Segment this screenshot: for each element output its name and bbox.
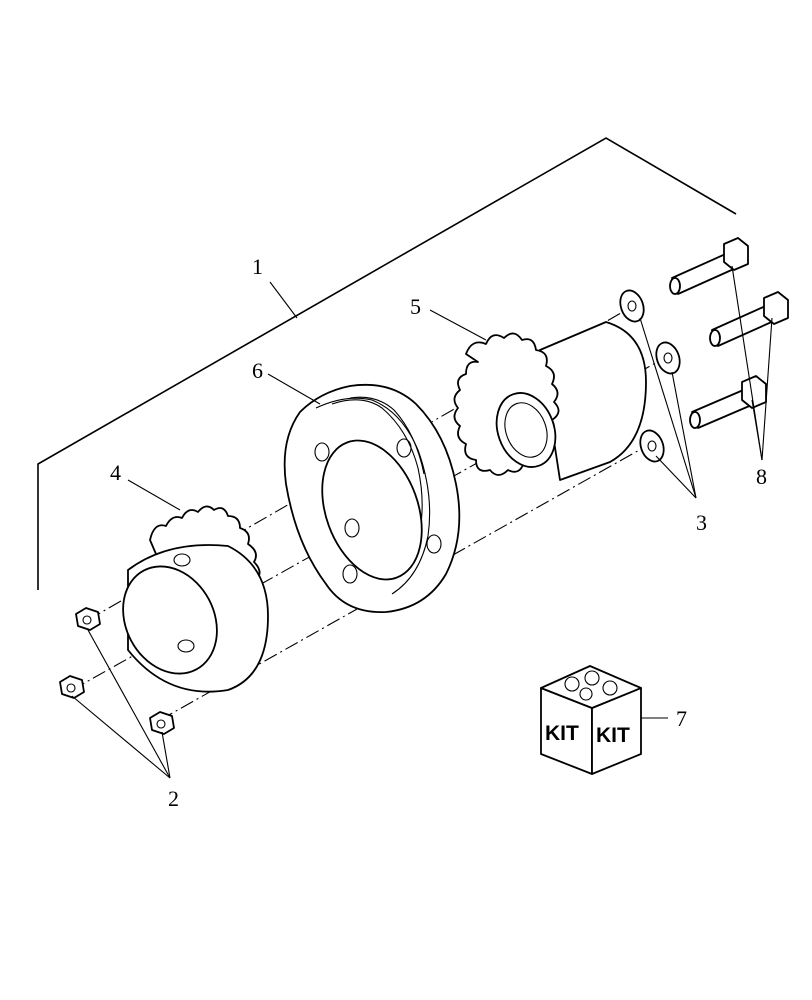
clutch-housing-part	[283, 383, 461, 613]
callout-1: 1	[252, 254, 263, 279]
callout-8: 8	[756, 464, 767, 489]
hex-nut-parts	[59, 607, 175, 735]
kit-label-left: KIT	[545, 722, 579, 745]
assembly-bracket	[37, 137, 737, 590]
callout-7: 7	[676, 706, 687, 731]
drive-sprocket-part	[122, 505, 269, 693]
callout-5: 5	[410, 294, 421, 319]
hardware-kit-box: KIT KIT	[540, 665, 642, 775]
kit-label-right: KIT	[596, 724, 630, 747]
callout-2: 2	[168, 786, 179, 811]
callout-4: 4	[110, 460, 121, 485]
washer-parts	[619, 289, 681, 463]
callout-6: 6	[252, 358, 263, 383]
splined-sprocket-part	[453, 321, 647, 481]
callout-3: 3	[696, 510, 707, 535]
leader-lines	[71, 265, 773, 779]
hex-bolt-parts	[669, 237, 789, 429]
